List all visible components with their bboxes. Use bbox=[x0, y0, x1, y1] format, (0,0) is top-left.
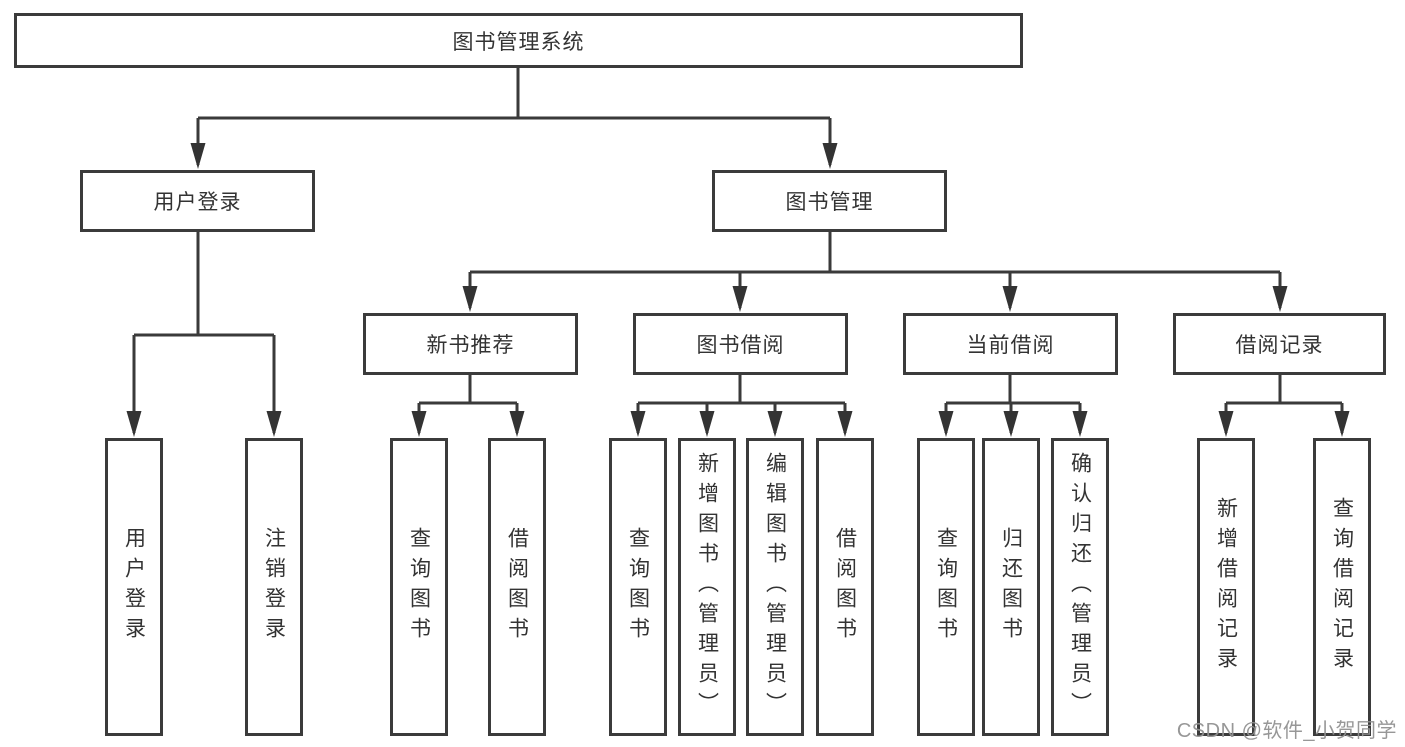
csdn-watermark: CSDN @软件_小贺同学 bbox=[1176, 720, 1397, 742]
leaf-label: 归还图书 bbox=[999, 527, 1023, 647]
node-book-borrow: 图书借阅 bbox=[633, 313, 848, 375]
leaf-label: 新增图书（管理员） bbox=[695, 452, 719, 722]
leaf-query-books-current: 查询图书 bbox=[917, 438, 975, 736]
node-current-borrow: 当前借阅 bbox=[903, 313, 1118, 375]
leaf-label: 编辑图书（管理员） bbox=[763, 452, 787, 722]
leaf-edit-books-admin: 编辑图书（管理员） bbox=[746, 438, 804, 736]
node-root: 图书管理系统 bbox=[14, 13, 1023, 68]
node-book-management-label: 图书管理 bbox=[785, 191, 874, 214]
node-borrow-records: 借阅记录 bbox=[1173, 313, 1386, 375]
node-borrow-records-label: 借阅记录 bbox=[1235, 334, 1324, 357]
leaf-label: 用户登录 bbox=[122, 527, 146, 647]
leaf-return-books: 归还图书 bbox=[982, 438, 1040, 736]
leaf-borrow-books-recommend: 借阅图书 bbox=[488, 438, 546, 736]
leaf-user-login: 用户登录 bbox=[105, 438, 163, 736]
leaf-label: 查询图书 bbox=[626, 527, 650, 647]
leaf-query-books-borrow: 查询图书 bbox=[609, 438, 667, 736]
leaf-label: 借阅图书 bbox=[833, 527, 857, 647]
leaf-label: 查询图书 bbox=[934, 527, 958, 647]
leaf-add-books-admin: 新增图书（管理员） bbox=[678, 438, 736, 736]
leaf-label: 借阅图书 bbox=[505, 527, 529, 647]
node-new-book-recommend-label: 新书推荐 bbox=[426, 334, 515, 357]
leaf-confirm-return-admin: 确认归还（管理员） bbox=[1051, 438, 1109, 736]
leaf-label: 确认归还（管理员） bbox=[1068, 452, 1092, 722]
node-user-login: 用户登录 bbox=[80, 170, 315, 232]
leaf-borrow-books: 借阅图书 bbox=[816, 438, 874, 736]
node-user-login-label: 用户登录 bbox=[153, 191, 242, 214]
node-new-book-recommend: 新书推荐 bbox=[363, 313, 578, 375]
leaf-add-borrow-record: 新增借阅记录 bbox=[1197, 438, 1255, 736]
node-book-management: 图书管理 bbox=[712, 170, 947, 232]
node-book-borrow-label: 图书借阅 bbox=[696, 334, 785, 357]
leaf-label: 查询图书 bbox=[407, 527, 431, 647]
leaf-label: 注销登录 bbox=[262, 527, 286, 647]
leaf-label: 查询借阅记录 bbox=[1330, 497, 1354, 677]
leaf-label: 新增借阅记录 bbox=[1214, 497, 1238, 677]
leaf-query-books-recommend: 查询图书 bbox=[390, 438, 448, 736]
leaf-query-borrow-record: 查询借阅记录 bbox=[1313, 438, 1371, 736]
arrowheads bbox=[126, 143, 1350, 437]
node-current-borrow-label: 当前借阅 bbox=[966, 334, 1055, 357]
leaf-logout: 注销登录 bbox=[245, 438, 303, 736]
node-root-label: 图书管理系统 bbox=[452, 30, 585, 54]
